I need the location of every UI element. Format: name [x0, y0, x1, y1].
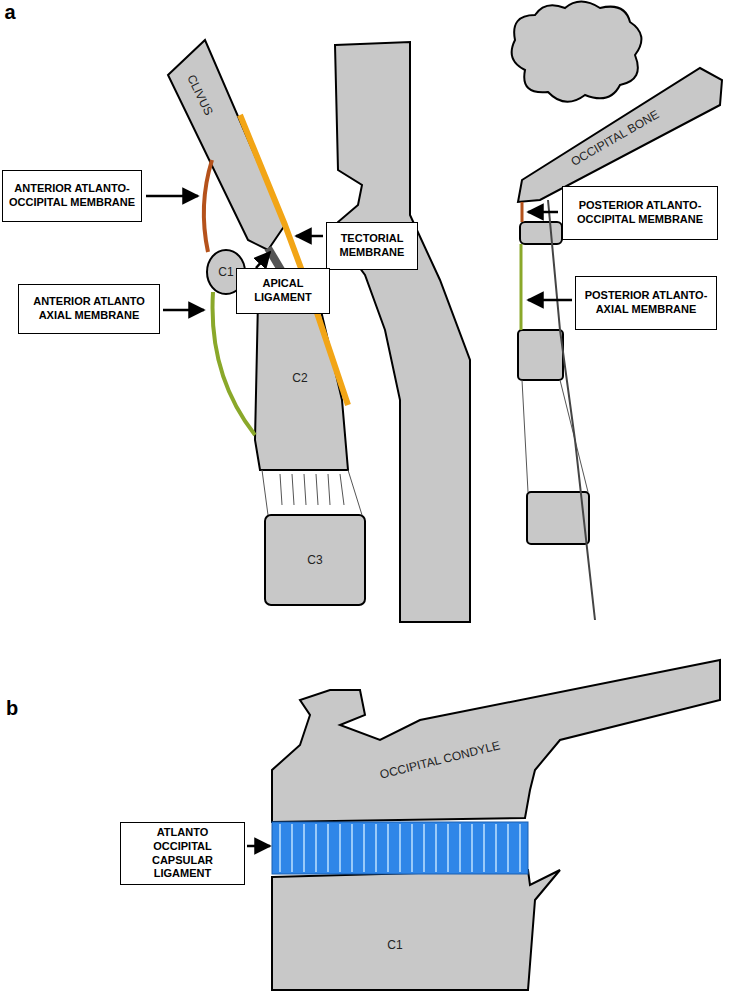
label-box: ANTERIOR ATLANTO-OCCIPITAL MEMBRANE — [2, 170, 142, 222]
panel-letter: b — [6, 697, 18, 720]
posterior-atlanto-occipital-line — [521, 202, 524, 222]
bone-name: OCCIPITAL CONDYLE — [378, 738, 501, 781]
posterior-ligament-line — [548, 200, 595, 620]
box-text: POSTERIOR ATLANTO-AXIAL MEMBRANE — [581, 289, 711, 317]
vertebra-name: C1 — [387, 938, 402, 952]
box-text: ANTERIOR ATLANTO-OCCIPITAL MEMBRANE — [8, 182, 136, 210]
clivus-bone — [168, 40, 285, 250]
cerebellum — [512, 2, 642, 102]
label-box: ATLANTO OCCIPITAL CAPSULAR LIGAMENT — [120, 822, 245, 885]
capsular-fibres — [280, 824, 520, 872]
atlas-lateral-mass — [272, 870, 560, 990]
box-text: POSTERIOR ATLANTO-OCCIPITAL MEMBRANE — [568, 199, 712, 227]
box-text: ATLANTO OCCIPITAL CAPSULAR LIGAMENT — [126, 826, 239, 881]
box-text: ANTERIOR ATLANTO AXIAL MEMBRANE — [24, 295, 154, 323]
posterior-atlanto-axial-line — [520, 244, 523, 330]
box-text: APICAL LIGAMENT — [242, 277, 324, 305]
label-box: TECTORIAL MEMBRANE — [326, 222, 418, 270]
label-box: ANTERIOR ATLANTO AXIAL MEMBRANE — [18, 284, 160, 334]
label-box: POSTERIOR ATLANTO-OCCIPITAL MEMBRANE — [562, 186, 718, 240]
vertebra-name: C2 — [292, 371, 307, 385]
capsular-ligament — [272, 822, 528, 874]
bone-name: OCCIPITAL BONE — [568, 107, 661, 169]
box-text: TECTORIAL MEMBRANE — [332, 232, 412, 260]
vertebra-name: C1 — [218, 265, 233, 279]
anterior-atlanto-occipital-line — [204, 160, 212, 252]
axis-lamina — [518, 330, 563, 380]
occipital-condyle — [272, 660, 720, 822]
c3-lamina — [527, 492, 589, 544]
occipital-bone — [518, 68, 722, 202]
bone-name: CLIVUS — [184, 72, 216, 117]
c3-vertebra — [265, 515, 365, 605]
label-box: APICAL LIGAMENT — [236, 268, 330, 314]
disc-lines — [262, 380, 588, 515]
atlas-posterior-arch — [520, 222, 562, 244]
callout-arrows — [146, 196, 572, 846]
panel-letter: a — [4, 1, 15, 24]
label-box: POSTERIOR ATLANTO-AXIAL MEMBRANE — [575, 276, 717, 330]
vertebra-name: C3 — [307, 553, 322, 567]
